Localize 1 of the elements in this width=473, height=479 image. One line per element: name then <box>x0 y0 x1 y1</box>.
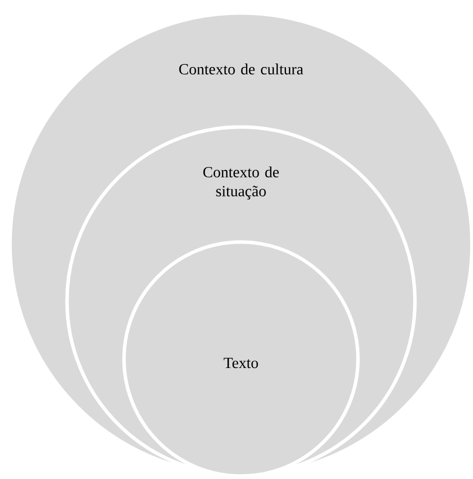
node-label: Texto <box>224 358 258 368</box>
